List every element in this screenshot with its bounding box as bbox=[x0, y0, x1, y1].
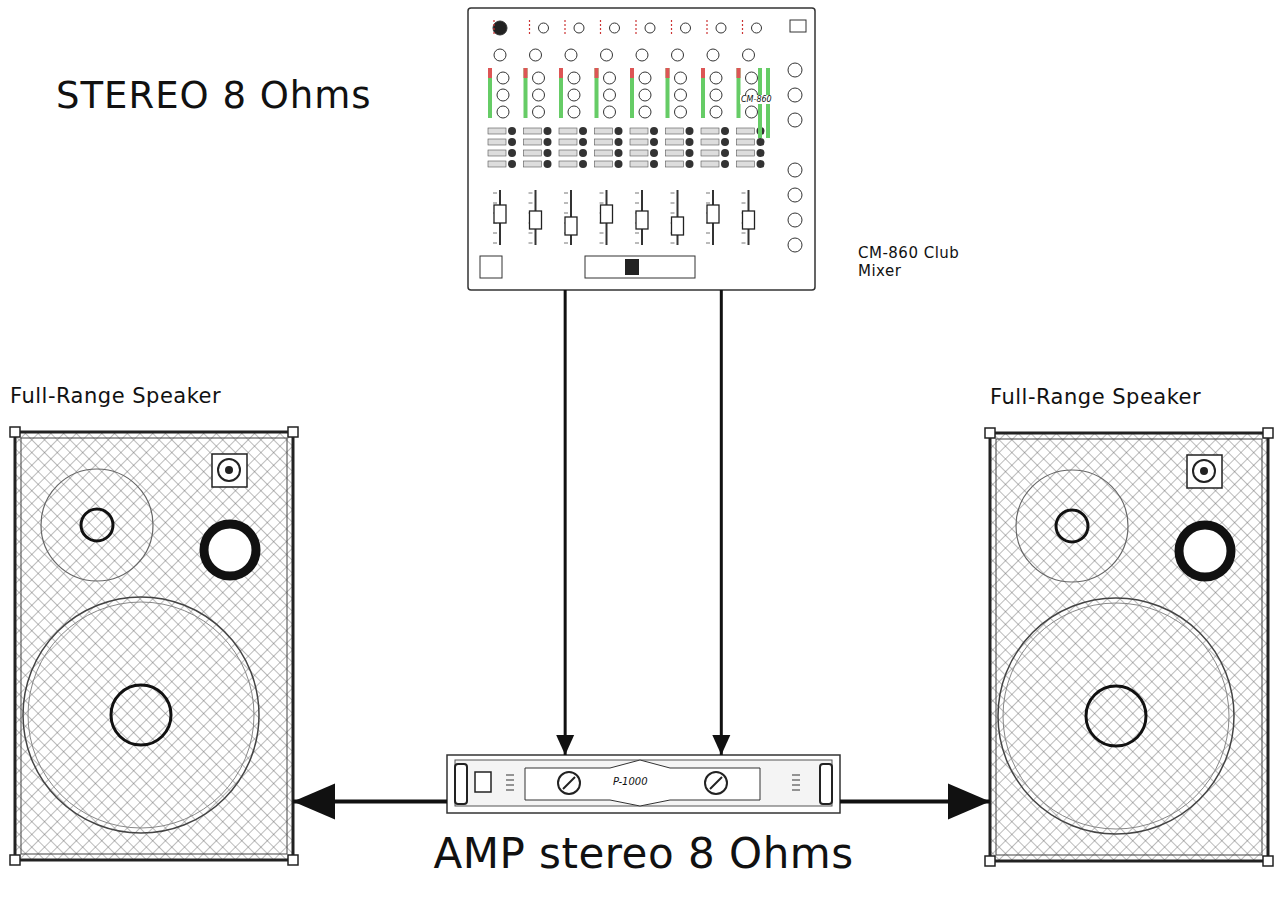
speaker-node: Full-Range Speaker bbox=[15, 432, 293, 860]
model-mark: P-1000 bbox=[612, 776, 649, 787]
signal-cable bbox=[564, 290, 567, 755]
signal-cable bbox=[720, 290, 723, 755]
device-label: Full-Range Speaker bbox=[10, 384, 300, 409]
model-mark: CM-860 bbox=[740, 95, 773, 104]
speaker-cabinet bbox=[10, 427, 298, 865]
speaker-drawing bbox=[10, 427, 1273, 866]
mixer-drawing bbox=[468, 8, 815, 290]
device-label: CM-860 Club Mixer bbox=[858, 244, 968, 280]
amplifier-drawing bbox=[447, 755, 840, 813]
device-label: AMP stereo 8 Ohms bbox=[327, 829, 960, 879]
diagram-title: STEREO 8 Ohms bbox=[56, 74, 372, 117]
signal-cable bbox=[293, 799, 447, 803]
device-label: Full-Range Speaker bbox=[990, 385, 1270, 410]
speaker-cabinet bbox=[985, 428, 1273, 866]
mixer-node: CM-860 Club Mixer bbox=[468, 8, 815, 290]
signal-cable bbox=[840, 799, 990, 803]
speaker-node: Full-Range Speaker bbox=[990, 433, 1268, 861]
